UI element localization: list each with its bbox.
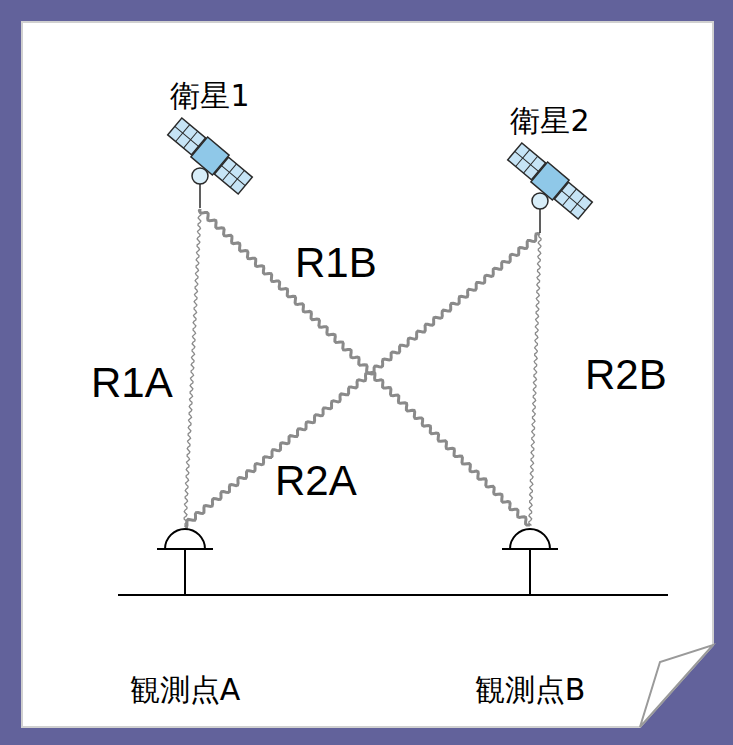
distance-label: R2A	[272, 458, 360, 504]
satellite-icon	[150, 114, 270, 209]
panel-grid	[515, 151, 539, 171]
satellite-antenna	[539, 209, 541, 233]
station-node: 観測点A	[105, 525, 265, 708]
satellite-node: 衛星1	[145, 78, 275, 209]
radio-link	[184, 209, 201, 525]
distance-label: R2B	[582, 352, 670, 398]
antenna-icon	[455, 525, 605, 672]
radio-link	[185, 234, 540, 527]
radio-link	[529, 234, 541, 525]
panel-grid	[561, 191, 585, 211]
satellite-label: 衛星2	[485, 103, 615, 139]
distance-label: R1A	[88, 360, 176, 406]
station-label: 観測点B	[450, 672, 610, 708]
antenna-dome	[510, 529, 550, 549]
satellite-dish	[192, 168, 208, 184]
antenna-pole	[529, 549, 531, 595]
satellite-node: 衛星2	[485, 103, 615, 234]
satellite-antenna	[199, 184, 201, 208]
panel-grid	[175, 126, 199, 146]
paper-sheet	[22, 22, 713, 727]
antenna-dome	[165, 529, 205, 549]
station-label: 観測点A	[105, 672, 265, 708]
distance-label: R1B	[292, 240, 380, 286]
satellite-body-group	[166, 116, 253, 195]
panel-grid	[221, 166, 245, 186]
satellite-icon	[490, 139, 610, 234]
antenna-icon	[110, 525, 260, 672]
satellite-label: 衛星1	[145, 78, 275, 114]
station-node: 観測点B	[450, 525, 610, 708]
satellite-dish	[532, 193, 548, 209]
satellite-body-group	[506, 141, 593, 220]
ground-line	[118, 594, 668, 596]
radio-link	[200, 209, 530, 525]
antenna-pole	[184, 549, 186, 595]
folded-corner	[640, 645, 713, 727]
